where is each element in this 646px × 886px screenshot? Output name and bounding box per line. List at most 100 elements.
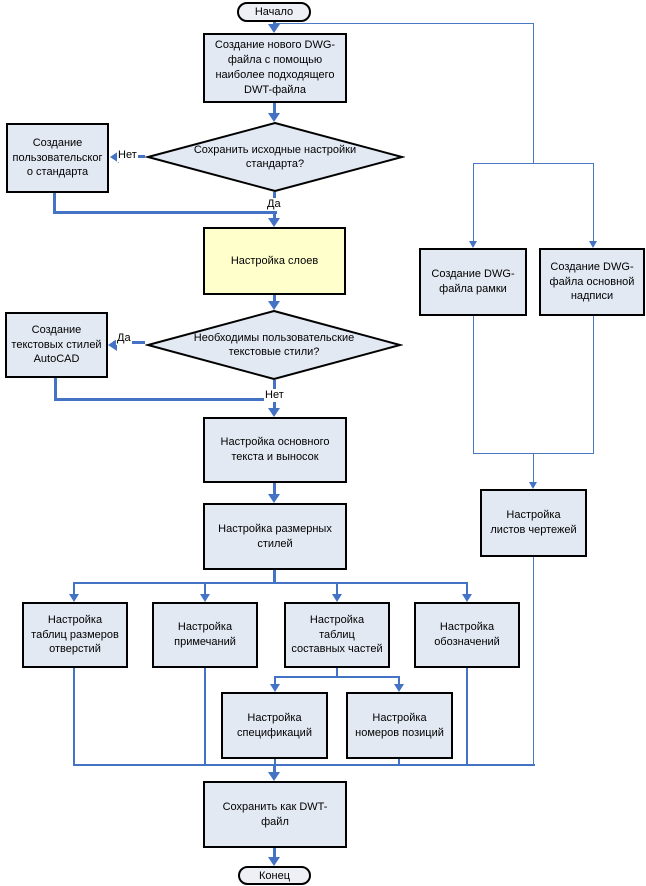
connector-line: [593, 163, 594, 242]
node-label: Конец: [258, 869, 291, 882]
node-parts-tables: Настройка таблиц составных частей: [284, 602, 390, 668]
connector-line: [593, 316, 594, 454]
arrow-down-icon: [268, 857, 280, 866]
connector-line: [273, 20, 276, 26]
node-label: Настройка основного текста и выносок: [220, 436, 330, 463]
connector-line: [398, 759, 400, 766]
arrow-down-icon: [589, 241, 597, 248]
connector-line: [273, 570, 276, 583]
node-label: Настройка обозначений: [434, 621, 500, 648]
arrow-down-icon: [529, 482, 537, 489]
connector-line: [473, 316, 474, 454]
connector-line: [274, 676, 400, 678]
arrow-down-icon: [268, 113, 280, 122]
connector-line: [73, 668, 75, 766]
connector-line: [53, 211, 277, 214]
node-end: Конец: [238, 866, 311, 885]
node-label: Настройка таблиц размеров отверстий: [31, 613, 119, 656]
arrow-down-icon: [268, 24, 280, 33]
arrow-down-icon: [268, 408, 280, 417]
node-label: Создание нового DWG- файла с помощью наи…: [214, 39, 336, 96]
node-label: Необходимы пользовательские текстовые ст…: [193, 331, 355, 358]
edge-label-no: Нет: [117, 149, 138, 162]
node-start: Начало: [237, 2, 311, 22]
connector-line: [276, 23, 534, 24]
decision-keep-standard-label: Сохранить исходные настройки стандарта?: [165, 132, 385, 182]
node-label: Сохранить как DWT- файл: [222, 800, 328, 828]
node-hole-tables: Настройка таблиц размеров отверстий: [22, 602, 128, 668]
node-label: Создание DWG- файла рамки: [431, 268, 515, 295]
node-save-dwt: Сохранить как DWT- файл: [203, 781, 347, 848]
node-title-block-dwg: Создание DWG- файла основной надписи: [539, 248, 645, 316]
decision-text-styles-label: Необходимы пользовательские текстовые ст…: [164, 320, 384, 370]
node-create-text-styles: Создание текстовых стилей AutoCAD: [5, 312, 108, 378]
arrow-down-icon: [270, 684, 280, 692]
node-item-numbers: Настройка номеров позиций: [346, 692, 453, 759]
arrow-down-icon: [268, 301, 280, 310]
connector-line: [204, 582, 206, 595]
node-layers: Настройка слоев: [203, 227, 346, 295]
arrow-down-icon: [332, 594, 342, 602]
edge-label-no: Нет: [264, 389, 285, 402]
node-label: Создание текстовых стилей AutoCAD: [11, 323, 102, 366]
node-base-text: Настройка основного текста и выносок: [203, 417, 347, 483]
arrow-down-icon: [268, 218, 280, 227]
connector-line: [533, 23, 534, 164]
connector-line: [73, 582, 75, 595]
connector-line: [273, 483, 276, 496]
arrow-down-icon: [394, 684, 404, 692]
connector-line: [466, 668, 468, 766]
node-label: Создание DWG- файла основной надписи: [549, 260, 635, 303]
connector-line: [274, 676, 276, 685]
node-sheet-setup: Настройка листов чертежей: [480, 489, 587, 557]
decision-text-styles-shape: [145, 310, 403, 380]
node-custom-standard: Создание пользовательског о стандарта: [6, 123, 109, 193]
node-label: Настройка номеров позиций: [355, 711, 444, 739]
arrow-down-icon: [268, 772, 280, 781]
arrow-down-icon: [469, 241, 477, 248]
edge-label-yes: Да: [116, 332, 132, 345]
connector-line: [336, 668, 338, 678]
connector-line: [54, 378, 57, 401]
connector-line: [53, 193, 56, 214]
connector-line: [273, 848, 276, 859]
decision-keep-standard-shape: [145, 122, 405, 192]
connector-line: [274, 759, 276, 766]
node-notes: Настройка примечаний: [152, 602, 258, 668]
node-frame-dwg: Создание DWG- файла рамки: [419, 248, 527, 316]
node-label: Создание пользовательског о стандарта: [12, 136, 103, 179]
node-label: Начало: [254, 6, 294, 18]
connector-line: [466, 582, 468, 595]
node-dim-styles: Настройка размерных стилей: [203, 503, 347, 570]
node-label: Настройка спецификаций: [237, 711, 312, 739]
node-specifications: Настройка спецификаций: [221, 692, 328, 759]
node-symbols: Настройка обозначений: [414, 602, 520, 668]
connector-line: [73, 764, 535, 766]
connector-line: [533, 557, 534, 765]
connector-line: [336, 582, 338, 595]
connector-line: [398, 676, 400, 685]
arrow-down-icon: [200, 594, 210, 602]
connector-line: [473, 163, 474, 242]
arrow-down-icon: [268, 494, 280, 503]
connector-line: [73, 582, 468, 584]
connector-line: [204, 668, 206, 766]
connector-line: [533, 453, 534, 483]
arrow-down-icon: [462, 594, 472, 602]
connector-line: [54, 398, 277, 401]
connector-line: [273, 103, 276, 115]
arrow-down-icon: [69, 594, 79, 602]
node-label: Настройка слоев: [230, 254, 319, 267]
node-label: Настройка размерных стилей: [218, 522, 332, 550]
node-label: Настройка примечаний: [174, 621, 236, 648]
connector-line: [273, 766, 276, 774]
node-label: Сохранить исходные настройки стандарта?: [193, 143, 357, 170]
node-label: Настройка таблиц составных частей: [291, 613, 383, 656]
arrow-left-icon: [108, 339, 117, 351]
node-create-dwg: Создание нового DWG- файла с помощью наи…: [203, 33, 347, 103]
connector-line: [273, 295, 276, 305]
connector-line: [473, 163, 594, 164]
edge-label-yes: Да: [266, 198, 282, 211]
node-label: Настройка листов чертежей: [490, 509, 577, 536]
